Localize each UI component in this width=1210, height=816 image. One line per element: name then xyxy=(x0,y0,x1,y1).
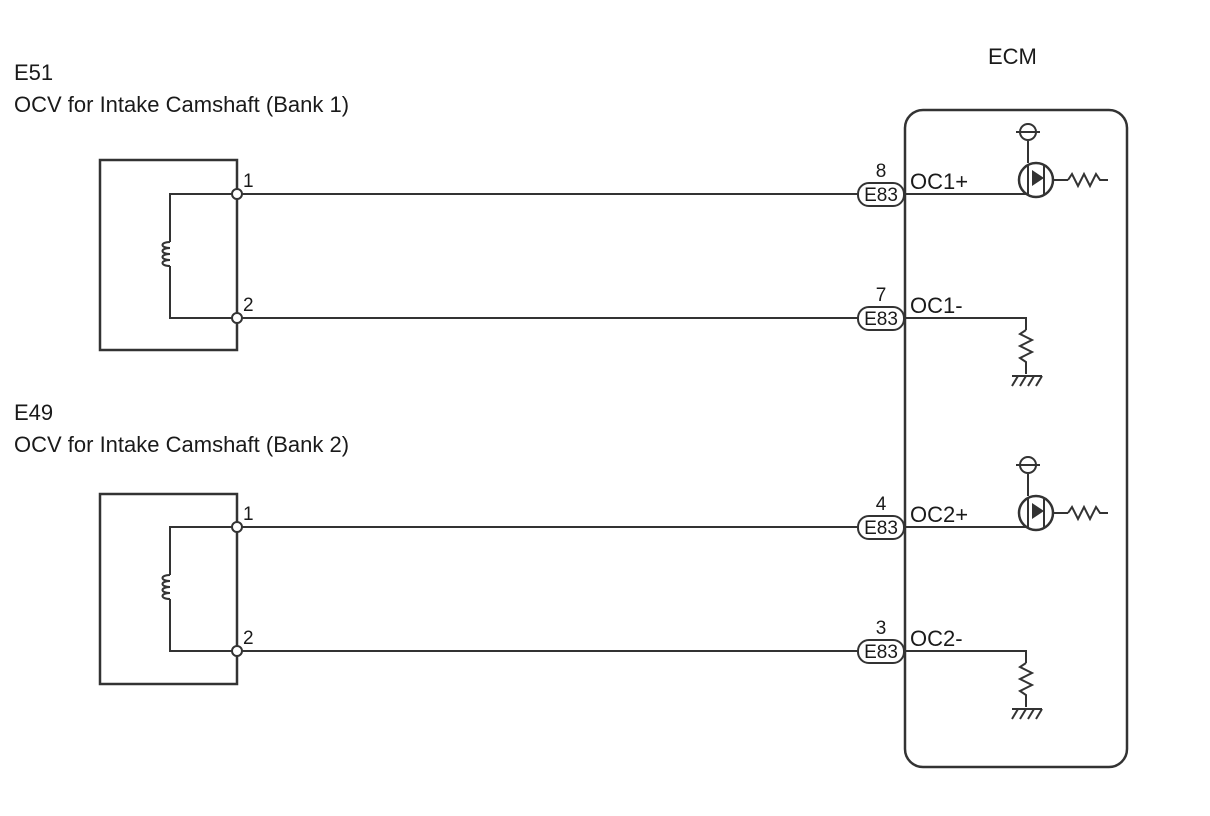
component-e49-name: OCV for Intake Camshaft (Bank 2) xyxy=(14,432,349,457)
ecm-terminal-name: OC2+ xyxy=(910,502,968,527)
component-e51-id: E51 xyxy=(14,60,53,85)
coil-lead-bottom xyxy=(169,599,237,652)
coil-icon xyxy=(161,574,171,600)
coil-lead-top xyxy=(169,526,237,575)
ecm-label: ECM xyxy=(988,44,1037,69)
ground-hatch xyxy=(1027,375,1035,387)
component-e49: E49 OCV for Intake Camshaft (Bank 2) 1 2 xyxy=(14,400,349,686)
ground-hatch xyxy=(1019,375,1027,387)
gate-resistor-icon xyxy=(1067,504,1108,522)
internal-wire xyxy=(904,317,1027,330)
ecm-terminal-oc1-minus: E83 7 OC1- xyxy=(857,285,1043,387)
ground-hatch xyxy=(1011,375,1019,387)
coil-lead-top xyxy=(169,193,237,242)
coil-lead-bottom xyxy=(169,266,237,319)
pin-dot xyxy=(231,521,243,533)
pin-dot xyxy=(231,312,243,324)
component-e51-name: OCV for Intake Camshaft (Bank 1) xyxy=(14,92,349,117)
component-e51: E51 OCV for Intake Camshaft (Bank 1) 1 2 xyxy=(14,60,349,352)
transistor-arrow-icon xyxy=(1032,170,1044,186)
gate-resistor-icon xyxy=(1067,171,1108,189)
internal-wire xyxy=(904,650,1027,663)
ecm-terminal-name: OC2- xyxy=(910,626,963,651)
component-e51-body xyxy=(98,158,239,352)
ground-hatch xyxy=(1027,708,1035,720)
ecm-terminal-name: OC1+ xyxy=(910,169,968,194)
coil-icon xyxy=(161,241,171,267)
ground-hatch xyxy=(1035,708,1043,720)
component-e49-body xyxy=(98,492,239,686)
ecm-pin-number: 3 xyxy=(876,618,887,639)
ecm-terminal-oc2-plus: E83 4 OC2+ xyxy=(857,456,1108,540)
resistor-icon xyxy=(1017,329,1035,374)
pin-dot xyxy=(231,645,243,657)
component-e49-id: E49 xyxy=(14,400,53,425)
ecm-pin-number: 4 xyxy=(876,494,887,515)
transistor-arrow-icon xyxy=(1032,503,1044,519)
ecm-terminal-name: OC1- xyxy=(910,293,963,318)
ecm-terminal-oc1-plus: E83 8 OC1+ xyxy=(857,123,1108,207)
connector-id: E83 xyxy=(864,518,898,539)
pin-dot xyxy=(231,188,243,200)
connector-id: E83 xyxy=(864,309,898,330)
ecm-pin-number: 8 xyxy=(876,161,887,182)
pin-number: 2 xyxy=(243,295,254,316)
ground-hatch xyxy=(1011,708,1019,720)
connector-id: E83 xyxy=(864,185,898,206)
ecm-pin-number: 7 xyxy=(876,285,887,306)
pin-number: 2 xyxy=(243,628,254,649)
ground-hatch xyxy=(1019,708,1027,720)
pin-number: 1 xyxy=(243,171,254,192)
ecm-box xyxy=(903,108,1129,769)
pin-number: 1 xyxy=(243,504,254,525)
connector-id: E83 xyxy=(864,642,898,663)
ground-hatch xyxy=(1035,375,1043,387)
resistor-icon xyxy=(1017,662,1035,707)
ecm-terminal-oc2-minus: E83 3 OC2- xyxy=(857,618,1043,720)
